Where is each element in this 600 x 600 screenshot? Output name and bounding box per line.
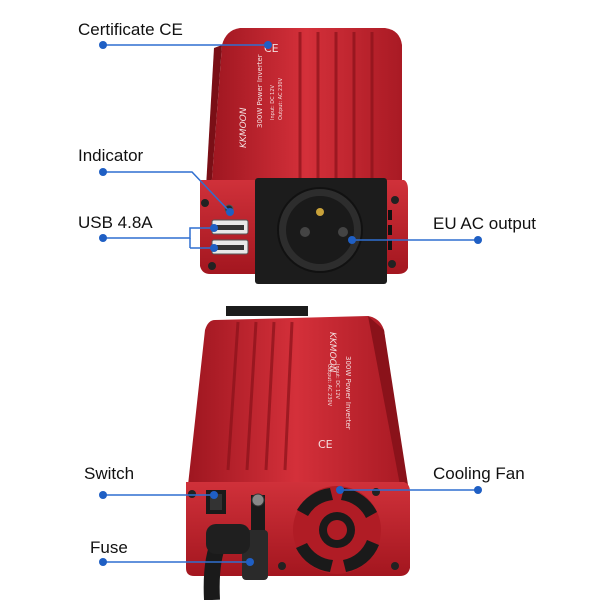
indicator-label: Indicator bbox=[78, 146, 144, 165]
switch-label: Switch bbox=[84, 464, 135, 483]
spec-output-top: Output: AC 230V bbox=[278, 77, 284, 120]
brand-logo-bottom: KKMOON bbox=[327, 332, 337, 373]
spec-output-bottom: Output: AC 230V bbox=[326, 364, 332, 407]
model-text-top: 300W Power Inverter bbox=[256, 54, 264, 128]
inverter-rear-view bbox=[186, 306, 410, 600]
model-text-bottom: 300W Power Inverter bbox=[344, 356, 352, 430]
certificate-ce-label: Certificate CE bbox=[78, 20, 183, 39]
callout-lines bbox=[103, 44, 478, 563]
callout-dots bbox=[99, 41, 482, 566]
spec-input-bottom: Input: DC 12V bbox=[334, 364, 340, 400]
ce-mark-bottom: CE bbox=[318, 438, 333, 451]
inverter-front-view bbox=[200, 28, 408, 284]
fuse-label: Fuse bbox=[90, 538, 128, 557]
usb-label: USB 4.8A bbox=[78, 213, 153, 232]
eu-ac-output-label: EU AC output bbox=[433, 214, 537, 233]
brand-logo-top: KKMOON bbox=[239, 107, 249, 148]
spec-input-top: Input: DC 12V bbox=[270, 84, 276, 120]
cooling-fan-label: Cooling Fan bbox=[433, 464, 525, 483]
